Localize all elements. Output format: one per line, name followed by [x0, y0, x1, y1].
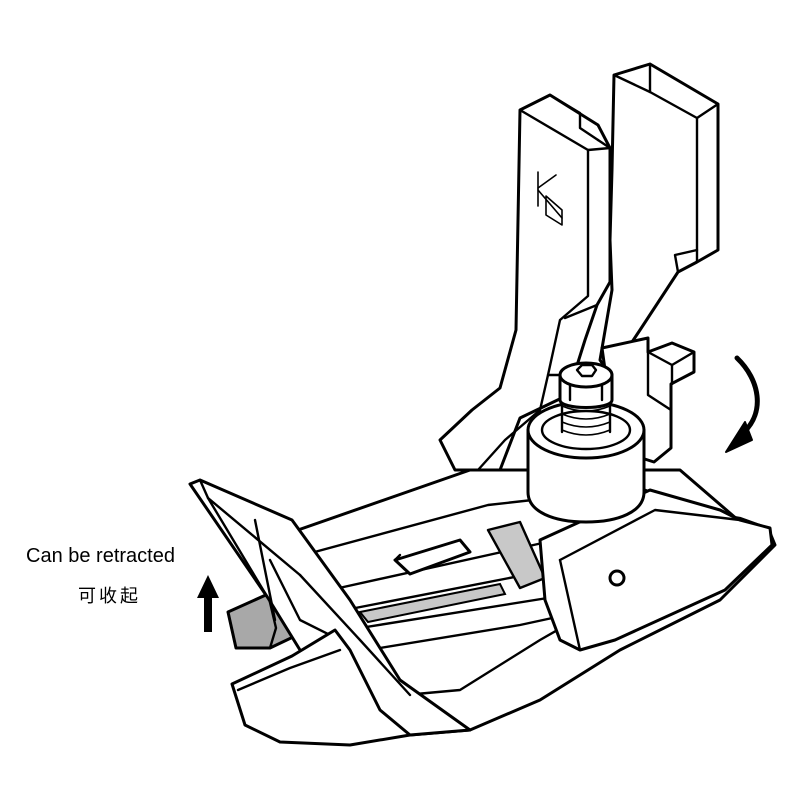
- retractable-label-chinese: 可收起: [78, 586, 141, 607]
- toe-block: [538, 488, 774, 652]
- curved-arrow-icon: [725, 355, 760, 453]
- pivot-hole: [608, 569, 626, 587]
- maker-mark-icon: [537, 171, 563, 226]
- retractable-guide: [188, 478, 472, 747]
- arrow-up-icon: [197, 575, 219, 632]
- hex-socket-screw-icon: [526, 361, 646, 524]
- rear-shank: [598, 62, 720, 377]
- groove-stripe: [358, 582, 507, 624]
- retractable-label-english: Can be retracted: [26, 545, 175, 567]
